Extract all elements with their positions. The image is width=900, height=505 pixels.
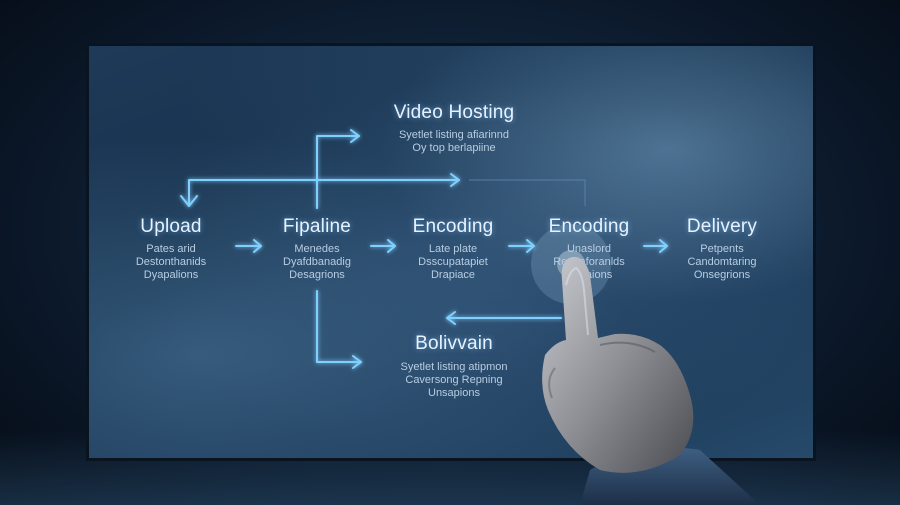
stage-line: Dyapalions bbox=[143, 269, 199, 281]
stage-line: Dyafdbanadig bbox=[283, 256, 351, 268]
stage-title: Upload bbox=[140, 216, 202, 237]
stage-line: Menedes bbox=[294, 243, 340, 255]
stage-line: Desagrions bbox=[289, 269, 345, 281]
stage-title: Encoding bbox=[412, 216, 494, 237]
top-block-title: Video Hosting bbox=[393, 102, 515, 123]
bottom-block-line: Syetlet listing atipmon bbox=[400, 361, 508, 373]
branch-arrow-up-head bbox=[350, 129, 360, 143]
stage-line: Late plate bbox=[428, 243, 478, 255]
branch-arrow-bottom bbox=[316, 290, 362, 363]
stage-upload[interactable]: Upload Pates arid Destonthanids Dyapalio… bbox=[111, 216, 231, 282]
flow-arrow-4-head bbox=[659, 239, 668, 253]
faint-connector bbox=[469, 179, 586, 206]
stage-line: Destonthanids bbox=[135, 256, 207, 268]
stage-line: Pates arid bbox=[146, 243, 196, 255]
feedback-arrow-top-head-right bbox=[450, 173, 460, 187]
top-block-line: Oy top berlapiine bbox=[412, 142, 496, 154]
bottom-block-line: Caversong Repning bbox=[405, 374, 503, 386]
branch-arrow-bottom-head bbox=[352, 355, 362, 369]
stage-line: Petpents bbox=[700, 243, 744, 255]
stage-title: Fipaline bbox=[282, 216, 352, 237]
stage-fipaline[interactable]: Fipaline Menedes Dyafdbanadig Desagrions bbox=[257, 216, 377, 282]
stage-title: Encoding bbox=[548, 216, 630, 237]
flow-arrow-2-head bbox=[387, 239, 396, 253]
stage-line: Unaslord bbox=[566, 243, 612, 255]
stage-line: Dsscupatapiet bbox=[418, 256, 488, 268]
feedback-arrow-top-head-left bbox=[180, 195, 198, 207]
top-block[interactable]: Video Hosting Syetlet listing afiarinnd … bbox=[339, 102, 569, 155]
return-arrow-head bbox=[446, 311, 456, 325]
stage-line: Onsegrions bbox=[693, 269, 751, 281]
bottom-block-line: Unsapions bbox=[428, 387, 480, 399]
stage-title: Delivery bbox=[686, 216, 758, 237]
stage-line: Drapiace bbox=[430, 269, 476, 281]
stage-delivery[interactable]: Delivery Petpents Candomtaring Onsegrion… bbox=[662, 216, 782, 282]
bottom-block-title: Bolivvain bbox=[415, 333, 493, 354]
stage-line: Candomtaring bbox=[687, 256, 757, 268]
flow-arrow-1-head bbox=[253, 239, 262, 253]
bottom-block[interactable]: Bolivvain Syetlet listing atipmon Cavers… bbox=[339, 333, 569, 400]
display-screen[interactable]: Video Hosting Syetlet listing afiarinnd … bbox=[86, 43, 816, 461]
stage-encoding-1[interactable]: Encoding Late plate Dsscupatapiet Drapia… bbox=[393, 216, 513, 282]
flow-arrow-3-head bbox=[526, 239, 535, 253]
feedback-arrow-top bbox=[188, 179, 460, 207]
hand-palm bbox=[542, 256, 694, 473]
top-block-line: Syetlet listing afiarinnd bbox=[398, 129, 510, 141]
